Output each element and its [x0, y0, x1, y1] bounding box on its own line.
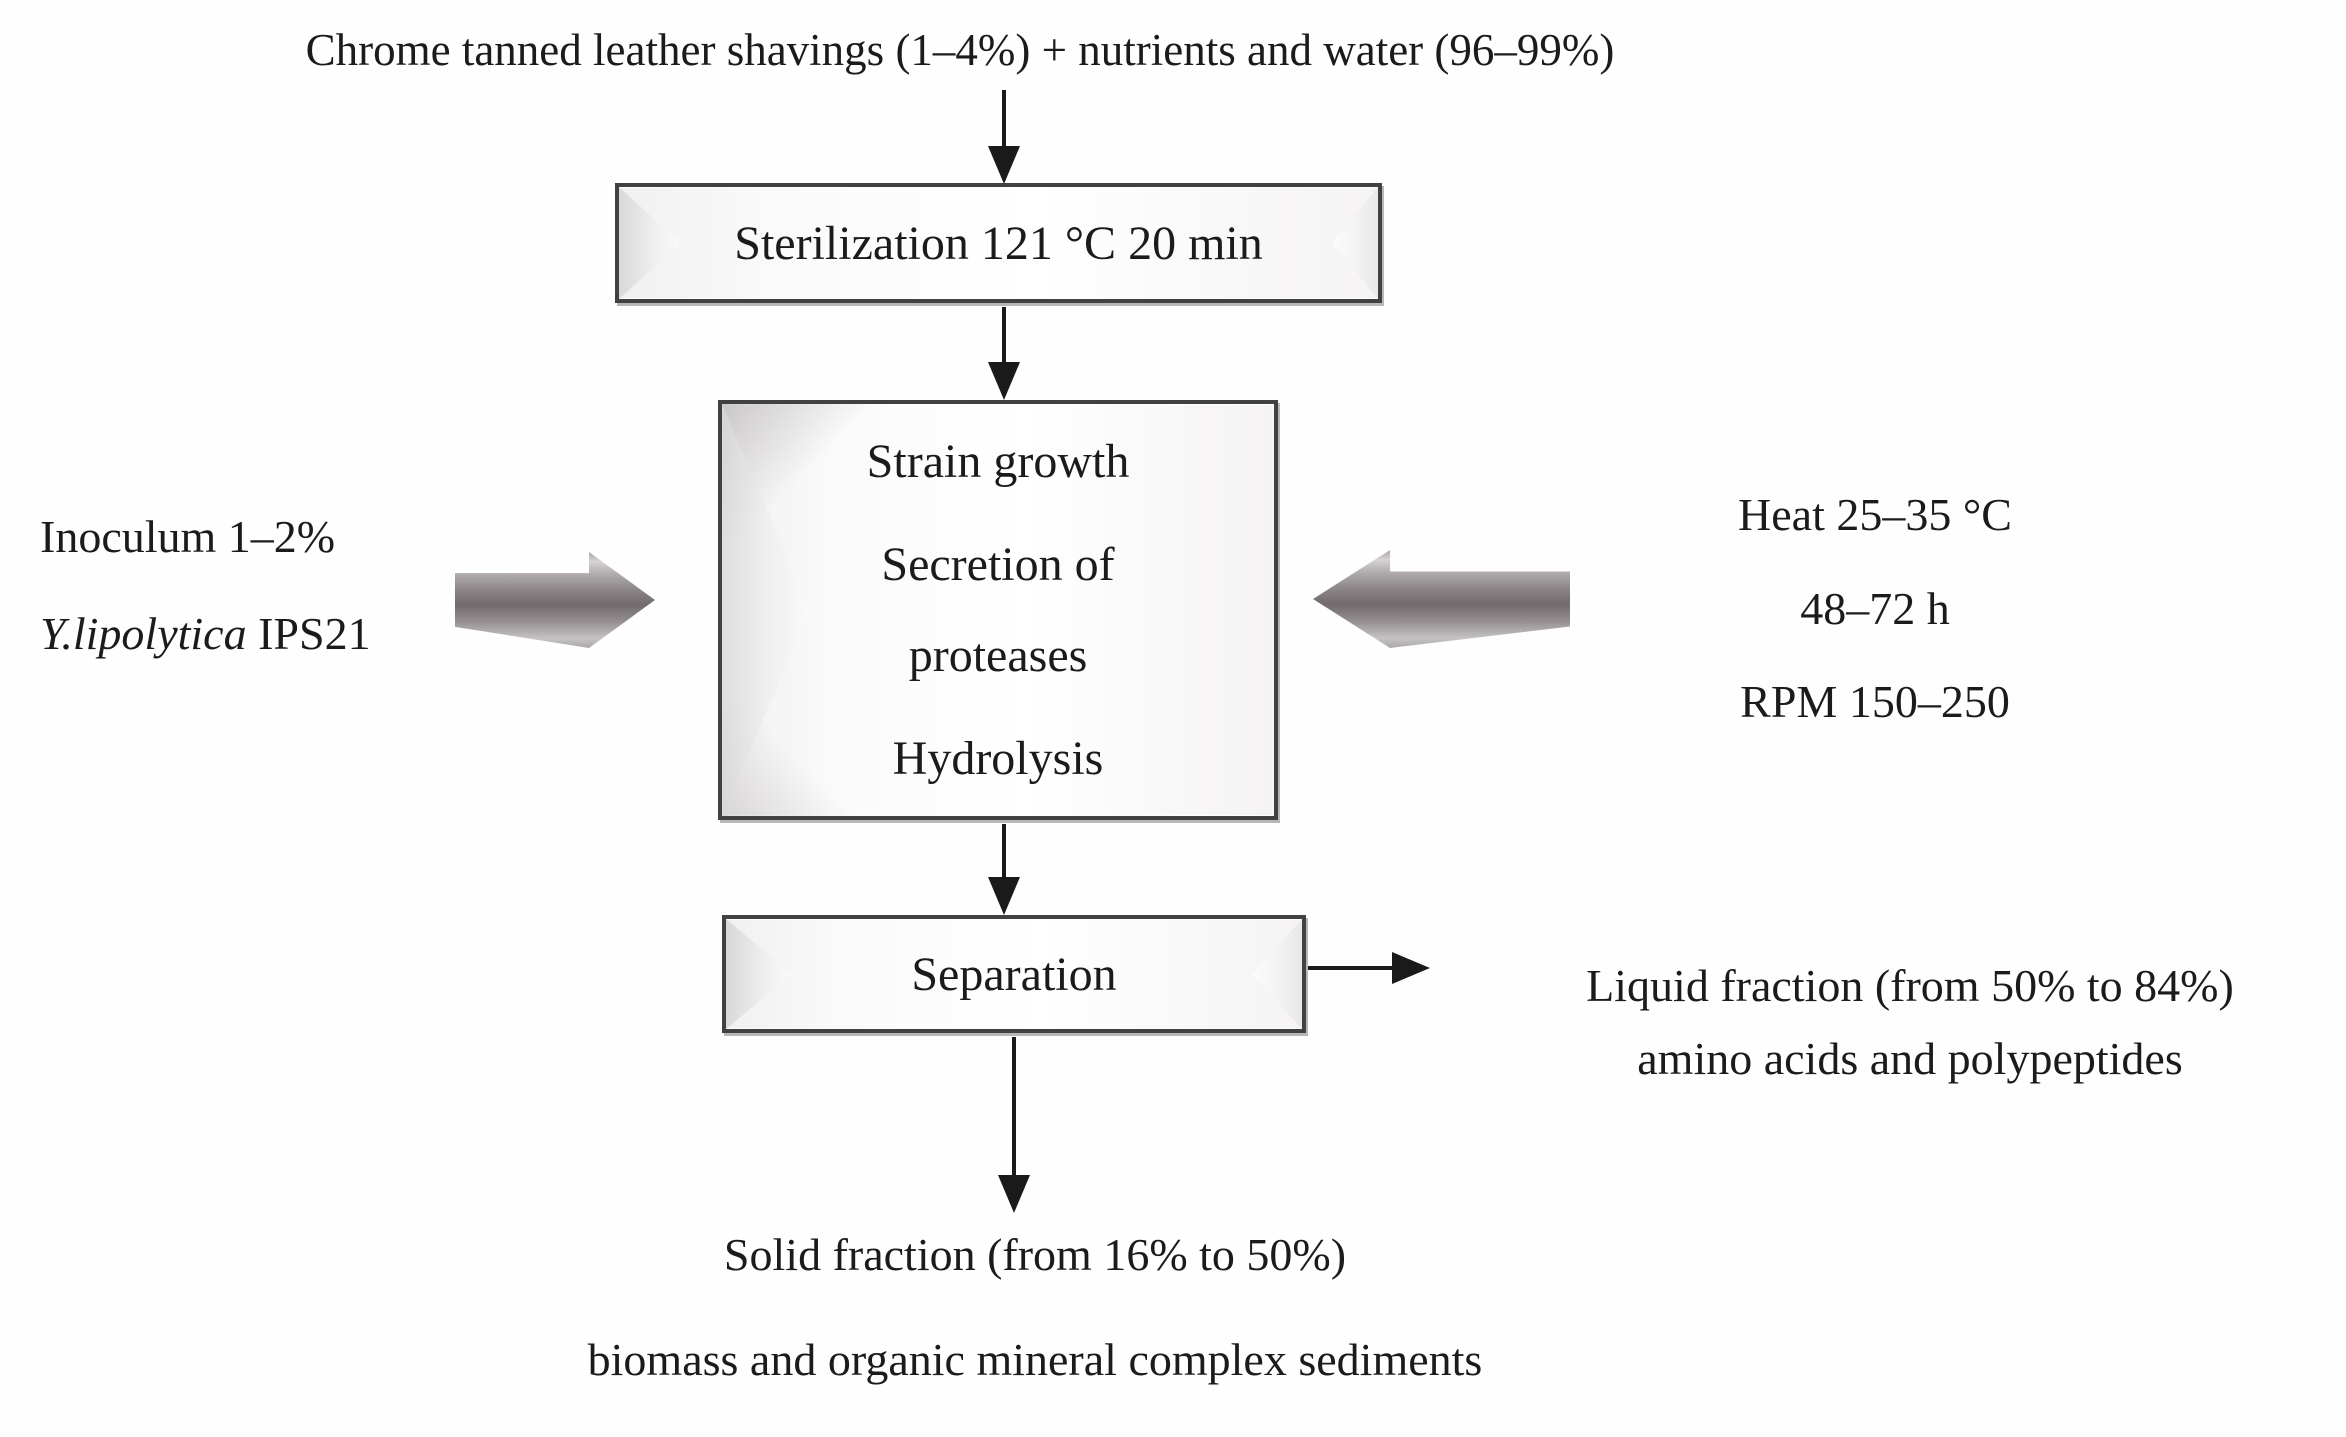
conditions-line1: Heat 25–35 °C [1738, 489, 2012, 540]
liquid-output-label: Liquid fraction (from 50% to 84%) amino … [1470, 950, 2346, 1095]
separation-label: Separation [911, 947, 1117, 1001]
solid-output-line1: Solid fraction (from 16% to 50%) [723, 1229, 1347, 1280]
main-box-line2: Secretion of proteases [881, 537, 1115, 682]
liquid-arrow-line [1308, 966, 1394, 970]
inoculum-label-line2: Y.lipolytica IPS21 [40, 605, 371, 663]
flow-arrow-3-line [1002, 824, 1006, 879]
strain-growth-box: Strain growth Secretion of proteases Hyd… [718, 400, 1278, 820]
bevel-left [722, 404, 810, 816]
flow-arrow-2-line [1002, 307, 1006, 364]
flow-arrow-1-head-icon [988, 146, 1020, 184]
block-arrow-right-icon [455, 552, 655, 648]
conditions-label: Heat 25–35 °C 48–72 h RPM 150–250 [1630, 486, 2120, 767]
conditions-line2: 48–72 h [1800, 582, 1950, 634]
liquid-arrow-head-icon [1392, 952, 1430, 984]
bevel-left [619, 187, 681, 299]
flow-arrow-2-head-icon [988, 362, 1020, 400]
sterilization-box: Sterilization 121 °C 20 min [615, 183, 1382, 303]
flow-arrow-1-line [1002, 90, 1006, 150]
liquid-line1: Liquid fraction (from 50% to 84%) [1586, 960, 2234, 1011]
solid-output-line2: biomass and organic mineral complex sedi… [587, 1334, 1483, 1385]
sterilization-label: Sterilization 121 °C 20 min [734, 216, 1263, 270]
main-box-line1: Strain growth [866, 434, 1130, 488]
bevel-right [1252, 919, 1302, 1029]
species-name-italic: Y.lipolytica [40, 608, 247, 659]
liquid-line2: amino acids and polypeptides [1637, 1032, 2183, 1084]
separation-box: Separation [722, 915, 1306, 1033]
bevel-right [1332, 187, 1378, 299]
solid-arrow-line [1012, 1037, 1016, 1177]
top-input-label: Chrome tanned leather shavings (1–4%) + … [305, 25, 1615, 75]
conditions-line3: RPM 150–250 [1740, 676, 2010, 727]
bevel-left [726, 919, 792, 1029]
strain-code: IPS21 [246, 608, 371, 659]
inoculum-label-line1: Inoculum 1–2% [40, 511, 336, 562]
main-box-line3: Hydrolysis [892, 732, 1104, 786]
solid-arrow-head-icon [998, 1175, 1030, 1213]
flow-arrow-3-head-icon [988, 877, 1020, 915]
block-arrow-left-icon [1313, 550, 1570, 648]
